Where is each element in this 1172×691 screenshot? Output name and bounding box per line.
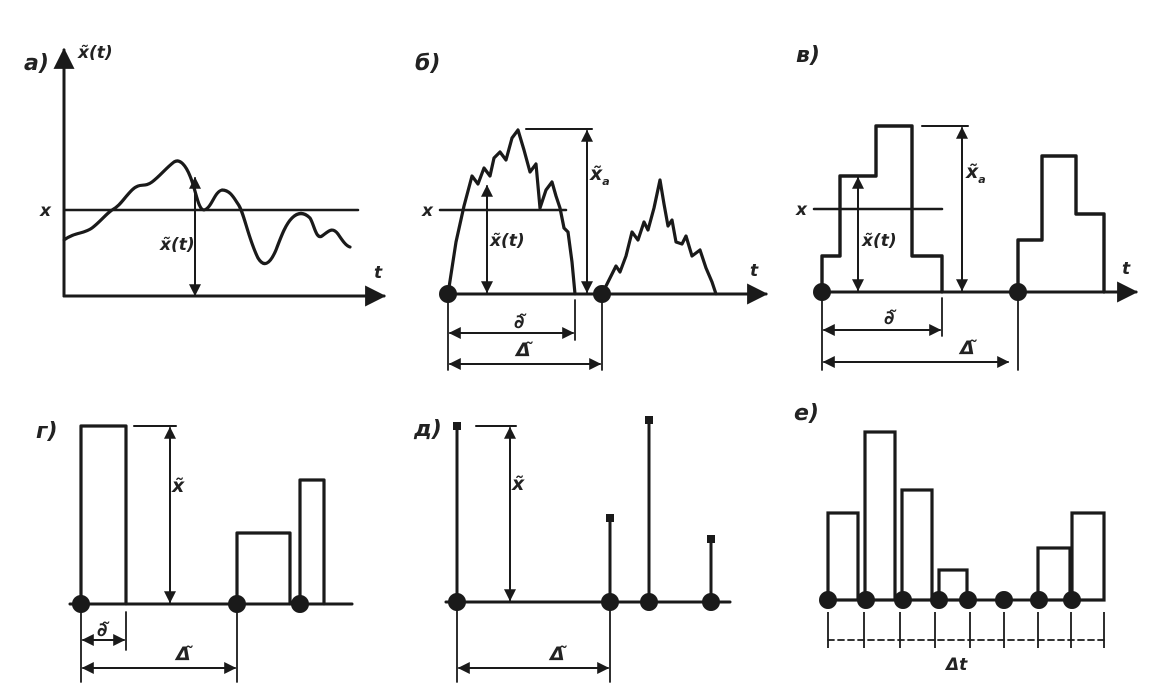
- impulse-cap: [707, 535, 715, 543]
- sample-dot: [1063, 591, 1081, 609]
- sample-dot: [995, 591, 1013, 609]
- histogram-bar: [1036, 546, 1072, 602]
- period-label: Δ̃: [958, 337, 978, 359]
- pulse-start-dot: [291, 595, 309, 613]
- histogram-bar: [863, 430, 897, 602]
- threshold-label: x: [39, 201, 52, 221]
- random-process-curve: [62, 159, 352, 266]
- pulse-start-dot: [593, 285, 611, 303]
- duration-label: ∂̃: [97, 619, 110, 641]
- pulse-start-dot: [813, 283, 831, 301]
- period-label: Δ̃: [548, 643, 568, 665]
- peak-symbol: x̃: [965, 161, 979, 183]
- step-ticks: [827, 612, 1105, 648]
- pulse-curve-1: [446, 128, 577, 296]
- pulse-start-dot: [439, 285, 457, 303]
- duration-label: ∂̃: [514, 311, 527, 333]
- height-label: x̃: [171, 475, 185, 497]
- threshold-label: x: [795, 200, 808, 220]
- impulse-dot: [601, 593, 619, 611]
- histogram-bar: [1070, 511, 1106, 602]
- impulse-dot: [702, 593, 720, 611]
- panel-e-label: e): [794, 401, 819, 426]
- pulse-start-dot: [1009, 283, 1027, 301]
- panel-d-label: д): [413, 417, 442, 442]
- histogram-bar: [900, 488, 934, 602]
- duration-label: ∂̃: [884, 307, 897, 329]
- value-label: x̃(t): [159, 235, 195, 255]
- impulse-dot: [640, 593, 658, 611]
- impulse-cap: [453, 422, 461, 430]
- impulse-cap: [645, 416, 653, 424]
- t-axis-label: t: [750, 261, 759, 281]
- period-label: Δ̃: [514, 339, 534, 361]
- panel-g: г) x̃ ∂̃ Δ̃: [36, 419, 354, 683]
- pulse-start-dot: [228, 595, 246, 613]
- histogram-bar: [826, 511, 860, 602]
- value-label: x̃(t): [489, 231, 525, 251]
- pulse-curve-2: [600, 178, 718, 296]
- sample-dot: [819, 591, 837, 609]
- panel-a: a) x̃(t) t x x̃(t): [24, 43, 387, 307]
- value-label: x̃(t): [861, 231, 897, 251]
- pulse-start-dot: [72, 595, 90, 613]
- panel-a-label: a): [24, 51, 49, 76]
- t-axis-label: t: [1122, 259, 1131, 279]
- panel-b: б) t x x̃a x̃(t) ∂̃ Δ̃: [415, 51, 769, 371]
- y-axis-label: x̃(t): [77, 43, 113, 63]
- stepped-pulse-1: [820, 124, 944, 294]
- peak-subscript: a: [978, 173, 985, 186]
- rect-pulse: [298, 478, 326, 606]
- sample-dot: [1030, 591, 1048, 609]
- impulse-cap: [606, 514, 614, 522]
- peak-label: x̃a: [965, 161, 986, 186]
- height-label: x̃: [511, 473, 525, 495]
- panel-v: в) t x x̃a x̃(t) ∂̃ Δ̃: [795, 43, 1139, 371]
- sample-dot: [857, 591, 875, 609]
- panel-b-label: б): [415, 51, 440, 76]
- sample-dot: [930, 591, 948, 609]
- rect-pulse: [79, 424, 128, 606]
- peak-subscript: a: [602, 175, 609, 188]
- sample-dot: [959, 591, 977, 609]
- histogram-bar: [937, 568, 969, 602]
- sample-dot: [894, 591, 912, 609]
- peak-label: x̃a: [589, 163, 610, 188]
- panel-d: д) x̃ Δ̃: [413, 416, 732, 683]
- panel-g-label: г): [36, 419, 58, 444]
- panel-e: e) Δt: [794, 401, 1106, 675]
- panel-v-label: в): [796, 43, 820, 68]
- rect-pulse: [235, 531, 292, 606]
- peak-symbol: x̃: [589, 163, 603, 185]
- impulse-dot: [448, 593, 466, 611]
- t-axis-label: t: [374, 263, 383, 283]
- step-label: Δt: [944, 655, 968, 675]
- stepped-pulse-2: [1016, 154, 1106, 294]
- threshold-label: x: [421, 201, 434, 221]
- period-label: Δ̃: [174, 643, 194, 665]
